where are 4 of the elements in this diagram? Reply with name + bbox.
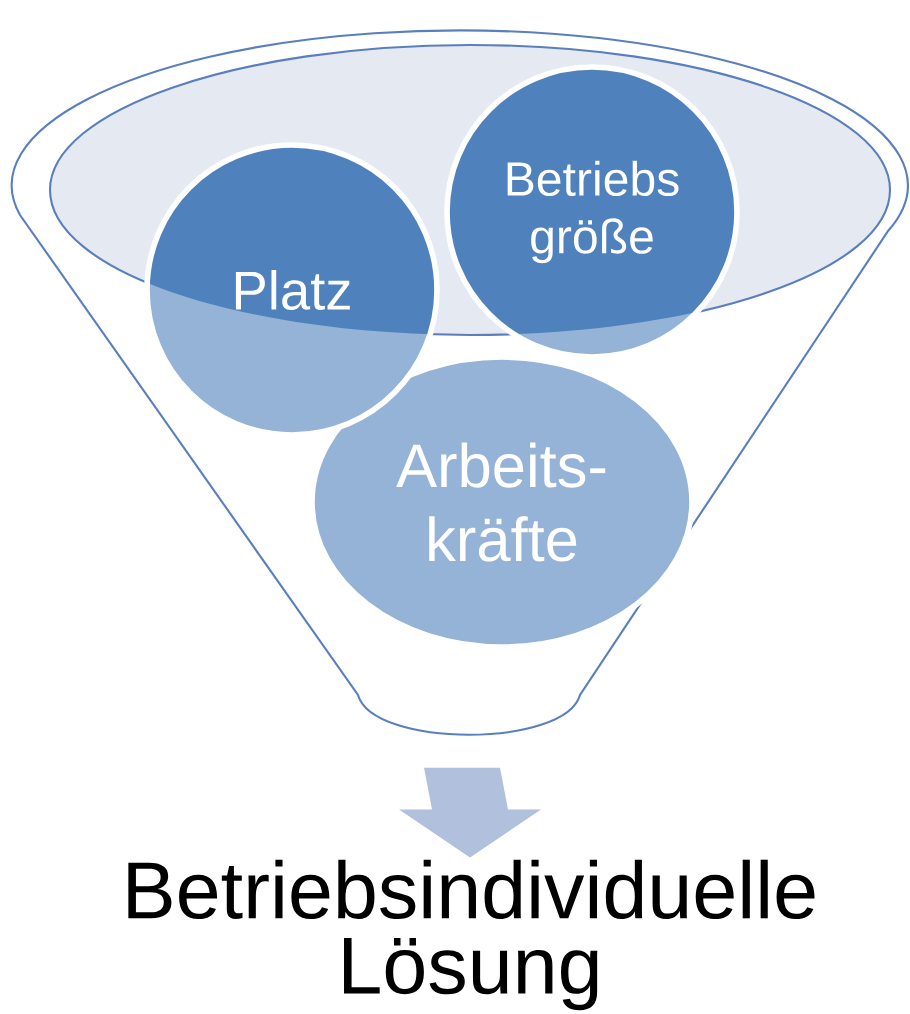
block-arrow (399, 767, 541, 858)
ellipse-node: Arbeits- kräfte (309, 354, 695, 650)
result-text: Betriebsindividuelle Lösung (128, 859, 815, 1011)
circle-node: Betriebs größe (444, 64, 740, 360)
